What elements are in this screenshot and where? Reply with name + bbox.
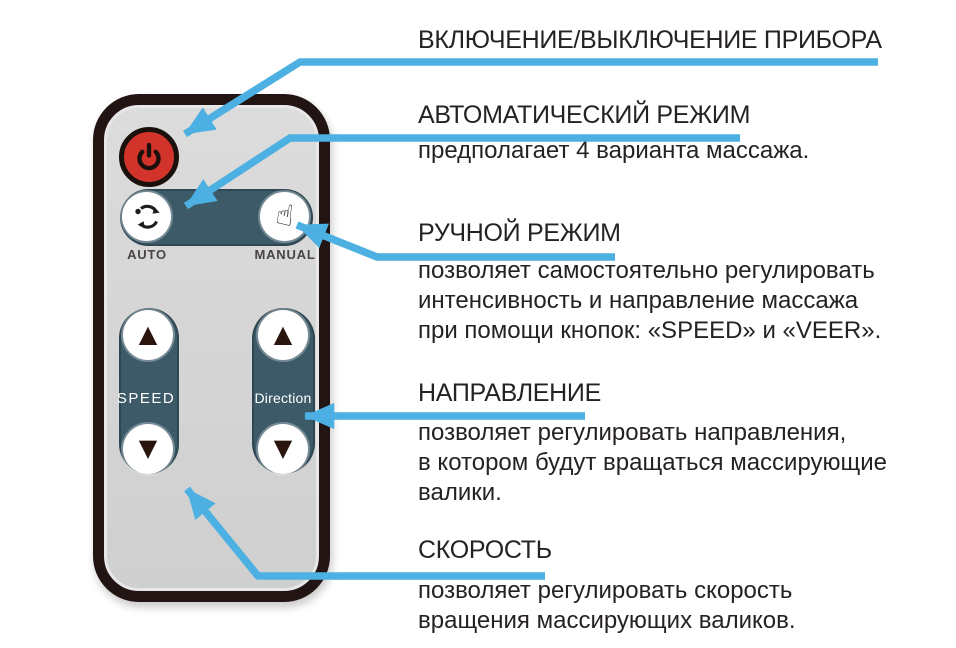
annotation-line: позволяет регулировать скорость xyxy=(418,577,793,604)
annotation-heading-speed: СКОРОСТЬ xyxy=(418,536,552,564)
direction-up-button[interactable]: ▲ xyxy=(258,310,308,360)
down-triangle-icon: ▼ xyxy=(138,434,158,462)
speed-label: SPEED xyxy=(116,390,176,407)
annotation-line: в котором будут вращаться массирующие xyxy=(418,449,888,476)
direction-label: Direction xyxy=(254,390,312,406)
up-triangle-icon: ▲ xyxy=(138,320,158,348)
annotation-line: вращения массирующих валиков. xyxy=(418,607,796,634)
power-icon xyxy=(133,141,165,173)
annotation-line: предполагает 4 варианта массажа. xyxy=(418,137,810,164)
annotation-body-manual: позволяет самостоятельно регулировать ин… xyxy=(418,256,881,346)
auto-mode-button[interactable] xyxy=(122,192,171,241)
annotation-body-auto: предполагает 4 варианта массажа. xyxy=(418,136,809,166)
power-button[interactable] xyxy=(119,127,179,187)
annotation-heading-direction: НАПРАВЛЕНИЕ xyxy=(418,379,601,407)
annotation-line: валики. xyxy=(418,479,502,506)
manual-label: MANUAL xyxy=(254,247,316,262)
annotation-heading-auto: АВТОМАТИЧЕСКИЙ РЕЖИМ xyxy=(418,101,751,129)
manual-mode-button[interactable]: ☝ xyxy=(260,192,309,241)
speed-down-button[interactable]: ▼ xyxy=(123,424,173,474)
pointing-hand-icon: ☝ xyxy=(273,196,296,234)
annotation-line: позволяет регулировать направления, xyxy=(418,419,847,446)
down-triangle-icon: ▼ xyxy=(273,434,293,462)
cycle-arrows-icon xyxy=(130,200,164,234)
annotation-body-direction: позволяет регулировать направления, в ко… xyxy=(418,418,887,508)
speed-up-button[interactable]: ▲ xyxy=(123,310,173,360)
direction-down-button[interactable]: ▼ xyxy=(258,424,308,474)
up-triangle-icon: ▲ xyxy=(273,320,293,348)
annotation-line: интенсивность и направление массажа xyxy=(418,287,859,314)
auto-label: AUTO xyxy=(127,247,167,262)
annotation-line: позволяет самостоятельно регулировать xyxy=(418,257,875,284)
annotation-line: при помощи кнопок: «SPEED» и «VEER». xyxy=(418,317,882,344)
annotation-heading-power: ВКЛЮЧЕНИЕ/ВЫКЛЮЧЕНИЕ ПРИБОРА xyxy=(418,26,882,54)
annotation-body-speed: позволяет регулировать скорость вращения… xyxy=(418,576,796,636)
annotation-heading-manual: РУЧНОЙ РЕЖИМ xyxy=(418,219,621,247)
